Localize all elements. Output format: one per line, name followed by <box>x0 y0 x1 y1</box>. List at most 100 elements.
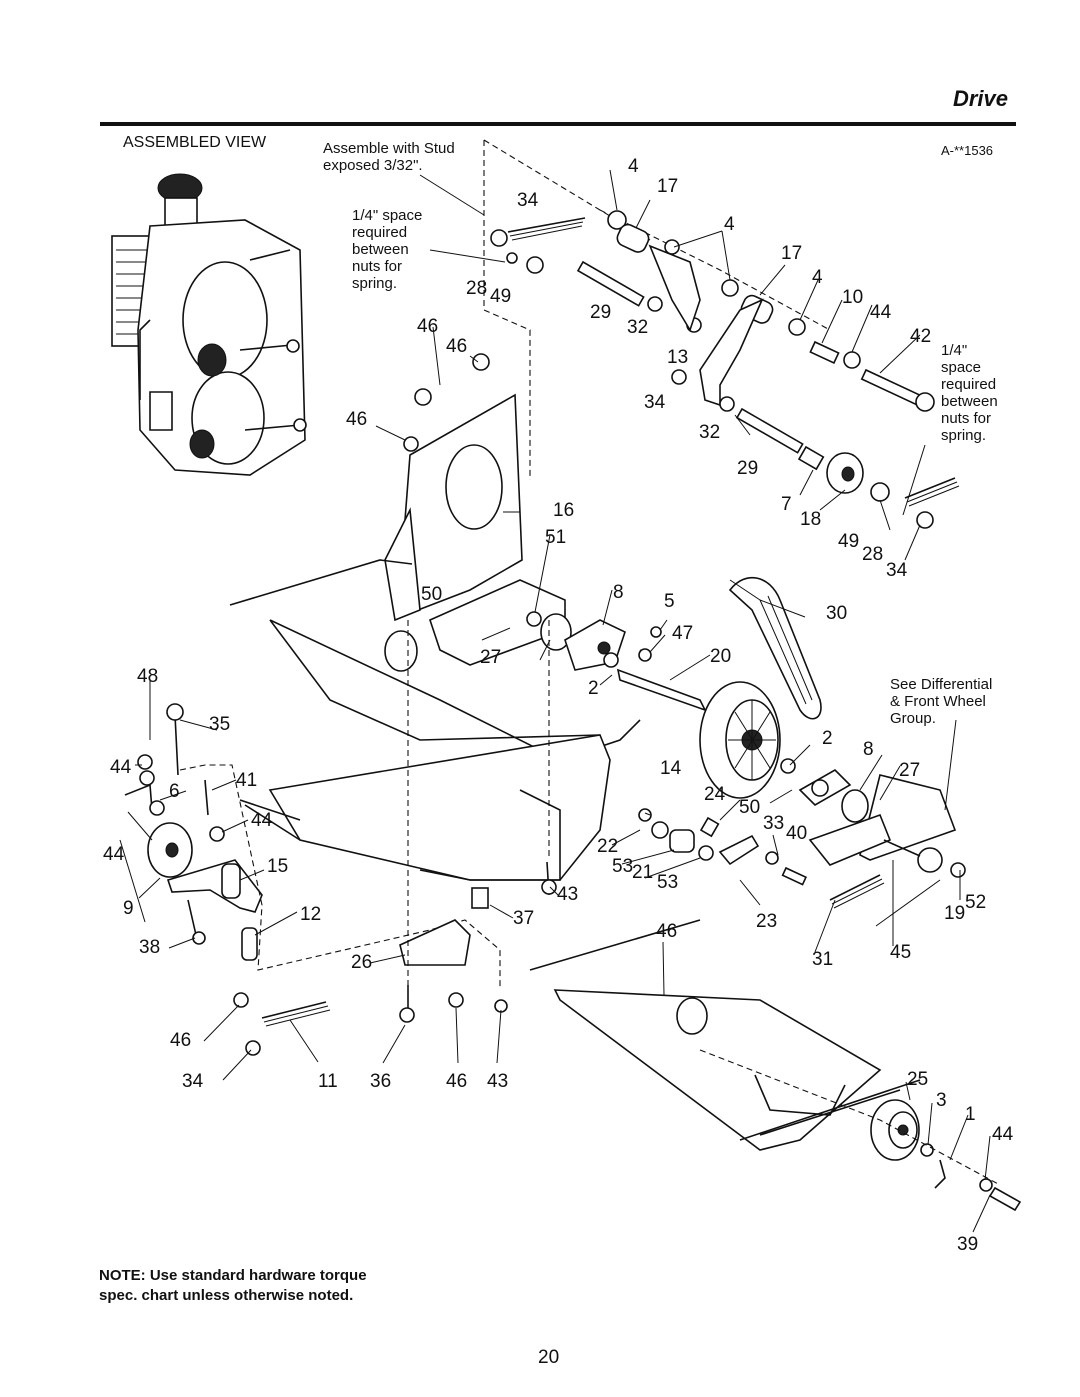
torque-note-line: NOTE: Use standard hardware torque <box>99 1267 367 1284</box>
stud-note: Assemble with Stud exposed 3/32". <box>323 140 455 174</box>
spacer-21 <box>669 829 695 853</box>
part-number-label: 30 <box>826 603 847 624</box>
idler-arm-13 <box>699 298 764 407</box>
idler-linkage-group <box>483 139 960 529</box>
part-number-label: 46 <box>417 316 438 337</box>
part-number-label: 46 <box>446 1071 467 1092</box>
part-number-label: 26 <box>351 952 372 973</box>
part-number-label: 3 <box>936 1090 947 1111</box>
part-number-label: 44 <box>103 844 125 865</box>
part-number-label: 40 <box>786 823 807 844</box>
space-note-left-line: required <box>352 224 408 241</box>
bracket-26 <box>399 919 471 966</box>
part-number-label: 13 <box>667 347 688 368</box>
part-number-label: 44 <box>870 302 892 323</box>
part-number-label: 12 <box>300 904 321 925</box>
part-number-label: 15 <box>267 856 288 877</box>
part-number-label: 46 <box>346 409 367 430</box>
part-number-label: 9 <box>123 898 134 919</box>
stud-note-line: Assemble with Stud <box>323 140 455 157</box>
leader-lines <box>119 169 991 1233</box>
part-number-label: 53 <box>657 872 678 893</box>
space-note-left-line: 1/4" space <box>352 207 423 224</box>
differential-note-line: & Front Wheel <box>890 693 986 710</box>
part-number-label: 51 <box>545 527 566 548</box>
part-number-label: 44 <box>992 1124 1014 1145</box>
frame-side <box>268 734 611 881</box>
part-number-label: 4 <box>724 214 735 235</box>
drawing-code: A-**1536 <box>941 143 994 158</box>
stud-29-lower <box>735 407 804 454</box>
header-rule <box>100 122 1016 126</box>
part-number-label: 37 <box>513 908 534 929</box>
space-note-right-line: space <box>941 359 982 376</box>
rear-pulley-group <box>699 1049 1022 1212</box>
space-note-right-line: nuts for <box>941 410 992 427</box>
part-number-label: 11 <box>318 1071 338 1092</box>
part-number-label: 23 <box>756 911 777 932</box>
idler-assembled <box>197 343 227 377</box>
differential-note-line: Group. <box>890 710 936 727</box>
part-number-label: 36 <box>370 1071 391 1092</box>
differential-note: See Differential & Front Wheel Group. <box>890 676 992 727</box>
part-number-label: 35 <box>209 714 230 735</box>
part-number-label: 24 <box>704 784 726 805</box>
part-number-label: 18 <box>800 509 821 530</box>
part-number-label: 5 <box>664 591 675 612</box>
lower-idler-group <box>124 620 557 1056</box>
part-number-label: 46 <box>446 336 467 357</box>
idler-arm-upper <box>648 244 701 332</box>
part-number-label: 31 <box>812 949 833 970</box>
part-number-label: 28 <box>466 278 487 299</box>
part-number-label: 27 <box>899 760 920 781</box>
drive-shaft <box>616 668 707 712</box>
part-number-label: 34 <box>886 560 908 581</box>
stud-29-upper <box>576 260 645 307</box>
part-number-label: 34 <box>644 392 666 413</box>
part-number-label: 22 <box>597 836 618 857</box>
part-number-label: 50 <box>739 797 760 818</box>
mounting-bracket <box>384 353 566 666</box>
part-number-label: 27 <box>480 647 501 668</box>
part-number-label: 29 <box>590 302 611 323</box>
part-number-label: 10 <box>842 287 863 308</box>
drive-assembly <box>540 576 966 909</box>
part-number-label: 38 <box>139 937 160 958</box>
part-number-label: 2 <box>588 678 599 699</box>
part-number-label: 8 <box>863 739 874 760</box>
part-number-label: 34 <box>517 190 539 211</box>
idler-assembled-lower <box>189 429 215 459</box>
space-note-right-line: spring. <box>941 427 987 444</box>
space-note-right-line: between <box>941 393 998 410</box>
part-number-label: 4 <box>812 267 823 288</box>
part-number-label: 43 <box>487 1071 508 1092</box>
space-note-right-line: required <box>941 376 997 393</box>
part-number-label: 34 <box>182 1071 204 1092</box>
stud-note-line: exposed 3/32". <box>323 157 423 174</box>
part-number-label: 21 <box>632 862 653 883</box>
part-number-label: 46 <box>170 1030 191 1051</box>
part-number-label: 19 <box>944 903 965 924</box>
part-number-label: 33 <box>763 813 784 834</box>
page-number: 20 <box>538 1347 560 1368</box>
part-number-label: 25 <box>907 1069 928 1090</box>
space-note-left-line: spring. <box>352 275 398 292</box>
part-number-label: 44 <box>110 757 132 778</box>
part-number-label: 32 <box>627 317 648 338</box>
drive-belt-30 <box>728 576 822 720</box>
assembled-view-illustration <box>111 173 307 476</box>
part-number-label: 44 <box>251 810 273 831</box>
part-number-label: 43 <box>557 884 578 905</box>
part-number-label: 29 <box>737 458 758 479</box>
part-number-label: 14 <box>660 758 682 779</box>
part-number-label: 39 <box>957 1234 978 1255</box>
part-number-label: 7 <box>781 494 792 515</box>
space-note-left-line: between <box>352 241 409 258</box>
part-number-label: 52 <box>965 892 986 913</box>
part-number-label: 41 <box>236 770 257 791</box>
part-number-label: 47 <box>672 623 693 644</box>
part-number-label: 28 <box>862 544 883 565</box>
